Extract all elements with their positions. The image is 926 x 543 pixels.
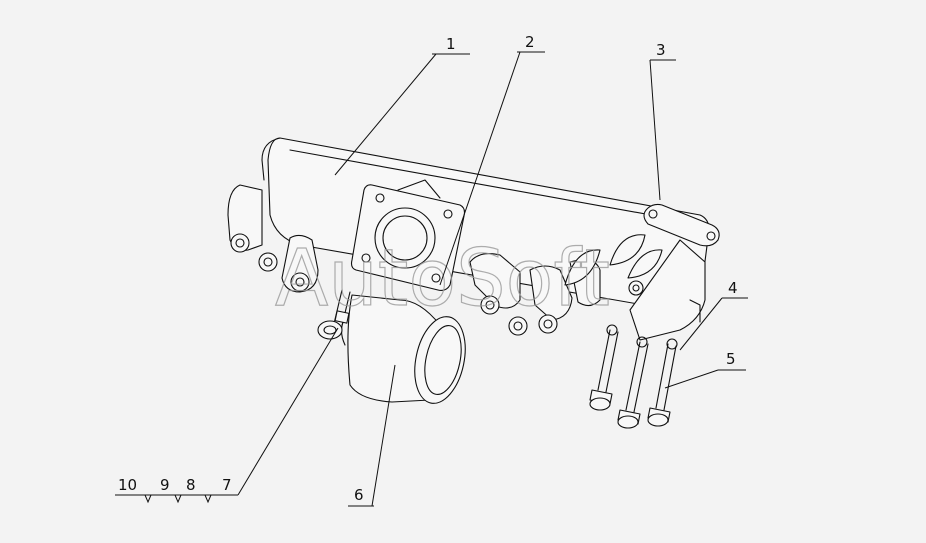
callout-8: 8	[186, 476, 196, 494]
callout-labels: 1 2 3 4 5 6 7 8 9 10	[118, 33, 738, 504]
callout-2: 2	[525, 33, 535, 51]
bolt-set	[589, 324, 678, 429]
callout-10: 10	[118, 476, 137, 494]
callout-9: 9	[160, 476, 170, 494]
callout-4: 4	[728, 279, 738, 297]
throttle-flange-gasket	[350, 179, 466, 291]
callout-6: 6	[354, 486, 364, 504]
air-inlet-elbow	[340, 294, 466, 404]
callout-7: 7	[222, 476, 232, 494]
callout-3: 3	[656, 41, 666, 59]
end-cover-plate	[643, 203, 720, 247]
callout-1: 1	[446, 35, 456, 53]
sensor-fastener-stack	[317, 289, 351, 340]
intake-manifold-body	[227, 137, 710, 341]
callout-5: 5	[726, 350, 736, 368]
leader-lines	[115, 51, 748, 507]
